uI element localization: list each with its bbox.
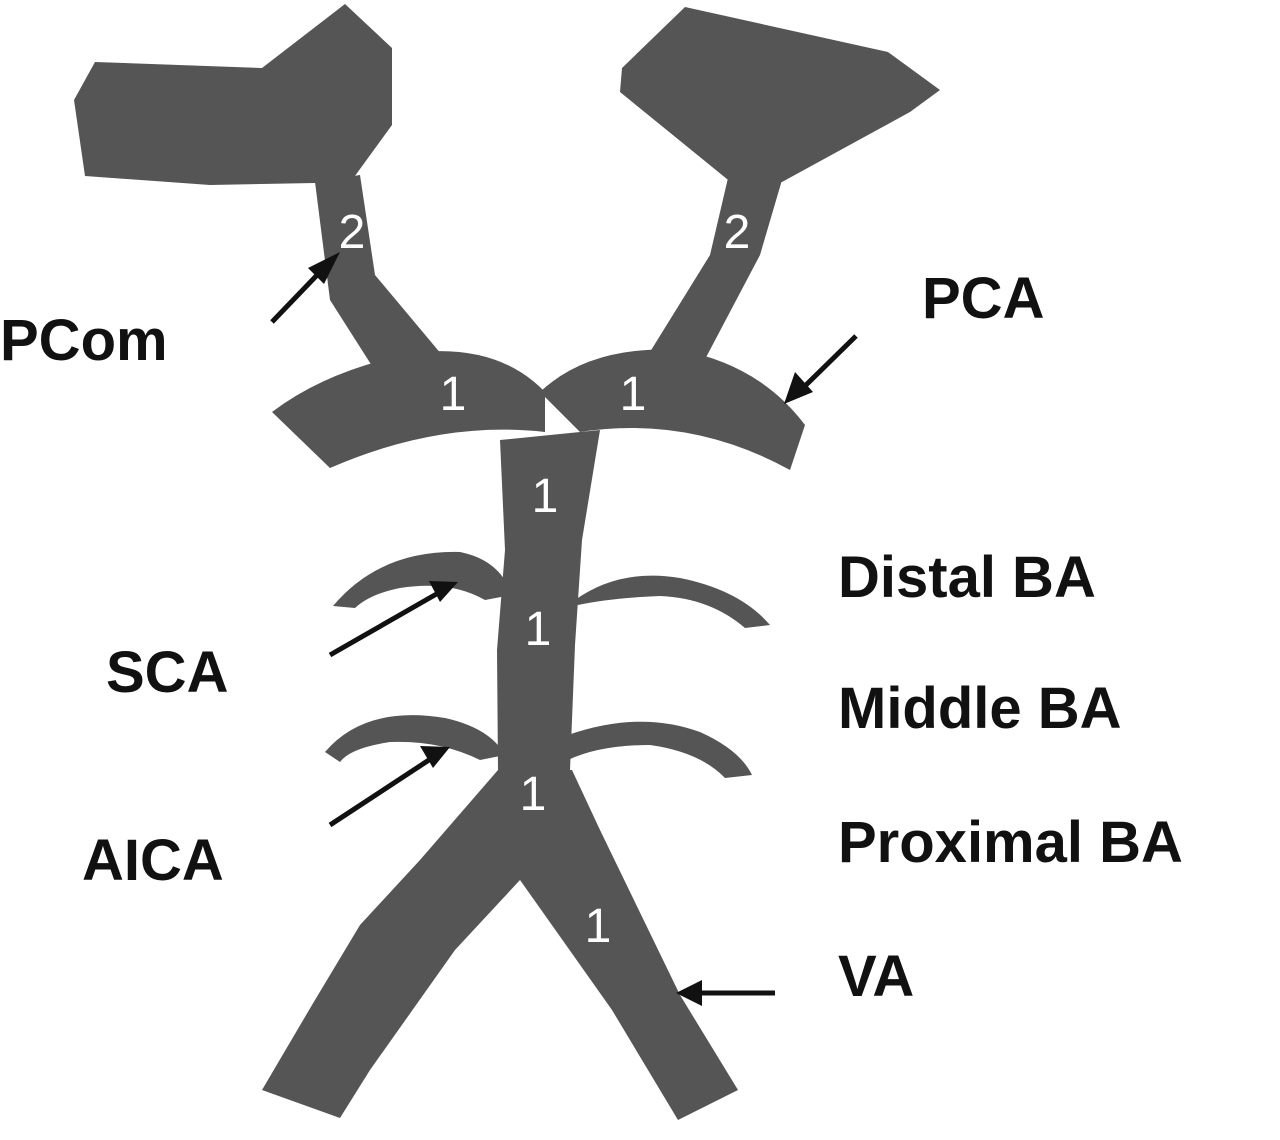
pcom-label: PCom [0, 308, 168, 373]
left-pcom-score: 2 [339, 206, 366, 259]
right-p1-arc [540, 349, 805, 470]
pca-label: PCA [922, 266, 1044, 331]
segment-scores: 2 2 1 1 1 1 1 1 [339, 206, 751, 953]
left-p1-score: 1 [440, 368, 467, 421]
left-sca-branch [333, 551, 512, 608]
aica-label: AICA [82, 828, 224, 893]
right-distal-branch-block [620, 7, 940, 188]
proximal-ba-score: 1 [520, 768, 547, 821]
right-va-score: 1 [585, 900, 612, 953]
pcom-arrow [270, 252, 340, 324]
right-p2-segment [645, 178, 782, 365]
right-p2-score: 2 [724, 206, 751, 259]
distal-ba-score: 1 [532, 470, 559, 523]
right-p1-score: 1 [620, 368, 647, 421]
sca-label: SCA [106, 640, 228, 705]
anatomy-labels: PCom PCA Distal BA Middle BA Proximal BA… [0, 266, 1183, 1009]
aica-arrow [328, 746, 450, 828]
left-aica-branch [325, 715, 505, 762]
right-sca-branch [575, 575, 770, 628]
distal-ba-label: Distal BA [838, 545, 1096, 610]
left-p1-arc [272, 351, 545, 468]
va-label: VA [838, 944, 914, 1009]
pointer-arrows [270, 252, 858, 1006]
middle-ba-score: 1 [525, 603, 552, 656]
middle-ba-label: Middle BA [838, 676, 1122, 741]
pca-arrow [784, 334, 858, 404]
vessel-tree [74, 4, 940, 1120]
proximal-ba-label: Proximal BA [838, 810, 1183, 875]
left-distal-branch-block [74, 4, 392, 185]
basilar-artery-trunk [497, 430, 600, 770]
va-arrow [676, 980, 775, 1006]
left-pcom-segment [315, 175, 452, 402]
vertebral-arteries [262, 770, 738, 1120]
right-aica-branch [568, 721, 752, 778]
sca-arrow [328, 581, 458, 658]
